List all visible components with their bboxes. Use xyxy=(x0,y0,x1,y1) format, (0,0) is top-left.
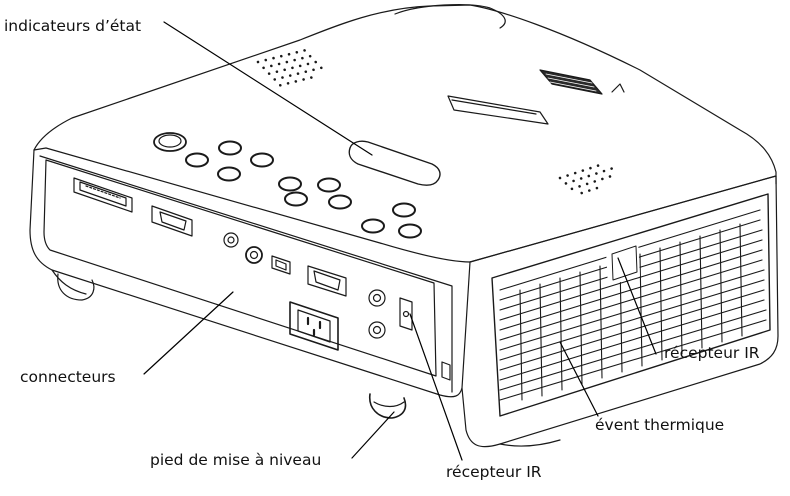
keypad xyxy=(153,132,422,239)
thermal-vent xyxy=(491,193,771,417)
label-connectors: connecteurs xyxy=(20,368,116,386)
top-windows xyxy=(447,69,625,125)
label-status-indicators: indicateurs d’état xyxy=(4,17,142,35)
label-ir-receiver-side: récepteur IR xyxy=(664,344,760,362)
connector-panel xyxy=(73,177,451,381)
label-ir-receiver-front: récepteur IR xyxy=(446,463,542,481)
label-thermal-vent: évent thermique xyxy=(595,416,725,434)
top-speaker-grilles xyxy=(256,49,613,195)
status-indicator-window xyxy=(348,140,441,186)
label-leveling-foot: pied de mise à niveau xyxy=(150,451,322,469)
leveling-feet xyxy=(57,273,407,419)
leader-lines xyxy=(143,21,657,461)
